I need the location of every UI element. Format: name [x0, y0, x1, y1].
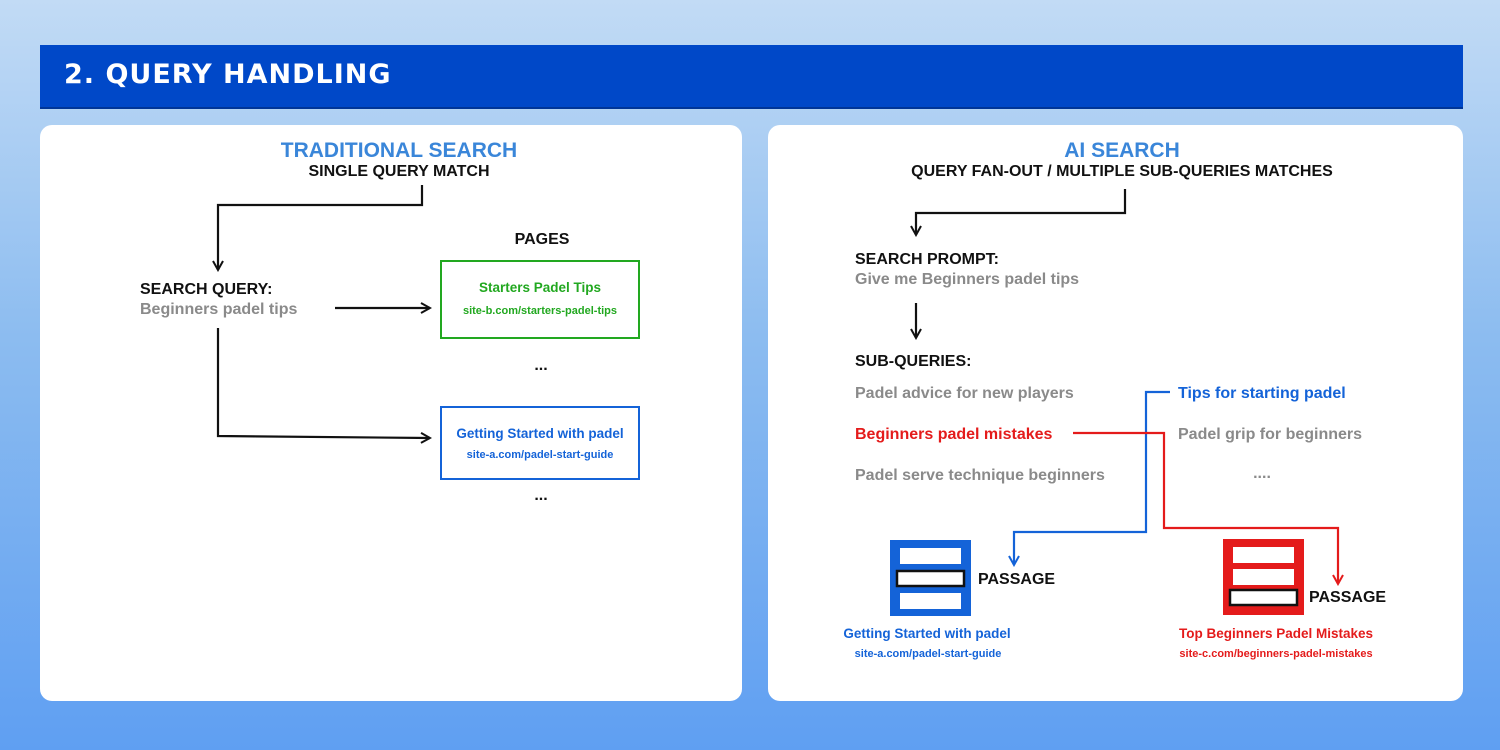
traditional-search-panel: TRADITIONAL SEARCH SINGLE QUERY MATCH SE… [40, 125, 742, 701]
ai-search-subtitle: QUERY FAN-OUT / MULTIPLE SUB-QUERIES MAT… [911, 163, 1333, 180]
passage-doc-icon-red [1223, 539, 1304, 615]
blue-route-to-passage [1014, 390, 1170, 565]
ai-search-title: AI SEARCH [1064, 139, 1180, 162]
page-card-title: Getting Started with padel [456, 426, 624, 441]
traditional-search-title: TRADITIONAL SEARCH [280, 139, 518, 162]
red-route-to-passage [1073, 431, 1338, 584]
section-banner: 2. QUERY HANDLING [40, 45, 1463, 109]
page-card-url: site-a.com/padel-start-guide [466, 449, 614, 461]
result-url-blue[interactable]: site-a.com/padel-start-guide [854, 648, 1002, 660]
passage-label-blue: PASSAGE [978, 571, 1056, 588]
sub-queries-label: SUB-QUERIES: [855, 353, 972, 370]
page-card-getting-started[interactable]: Getting Started with padel site-a.com/pa… [440, 406, 640, 480]
passage-label-red: PASSAGE [1309, 589, 1387, 606]
result-title-red[interactable]: Top Beginners Padel Mistakes [1178, 626, 1374, 641]
passage-doc-icon-blue [890, 540, 971, 616]
result-title-blue[interactable]: Getting Started with padel [843, 626, 1011, 641]
arrow-to-search-query [218, 185, 424, 270]
sub-query-item: Padel serve technique beginners [855, 467, 1105, 484]
sub-query-item: Beginners padel mistakes [855, 426, 1053, 443]
pages-ellipsis-top: ... [534, 357, 548, 374]
pages-ellipsis-bottom: ... [534, 487, 548, 504]
pages-label: PAGES [514, 231, 570, 248]
search-prompt-text: Give me Beginners padel tips [855, 271, 1080, 288]
result-url-red[interactable]: site-c.com/beginners-padel-mistakes [1179, 648, 1373, 660]
arrow-to-page-getting-started [216, 328, 430, 438]
sub-query-item: Tips for starting padel [1178, 385, 1346, 402]
sub-query-ellipsis: .... [1253, 465, 1271, 482]
arrow-to-search-prompt [916, 189, 1127, 235]
search-prompt-label: SEARCH PROMPT: [855, 251, 1000, 268]
search-query-label: SEARCH QUERY: [140, 281, 273, 298]
traditional-flow-arrows [40, 185, 742, 701]
page-card-url: site-b.com/starters-padel-tips [462, 305, 618, 317]
page-card-title: Starters Padel Tips [478, 280, 602, 295]
traditional-search-subtitle: SINGLE QUERY MATCH [308, 163, 490, 180]
search-query-text: Beginners padel tips [140, 301, 298, 318]
ai-search-panel: AI SEARCH QUERY FAN-OUT / MULTIPLE SUB-Q… [768, 125, 1463, 701]
sub-query-item: Padel advice for new players [855, 385, 1074, 402]
section-title: 2. QUERY HANDLING [64, 59, 392, 90]
ai-flow-arrows [890, 189, 1463, 616]
sub-query-item: Padel grip for beginners [1178, 426, 1363, 443]
page-card-starters[interactable]: Starters Padel Tips site-b.com/starters-… [440, 260, 640, 339]
